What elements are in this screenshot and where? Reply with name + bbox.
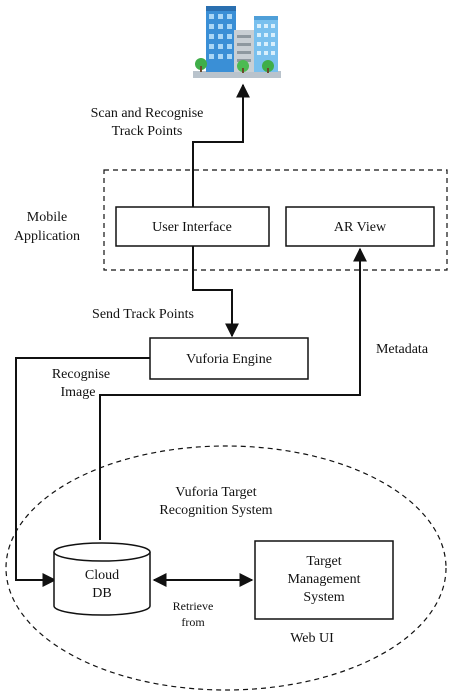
recognise-image-label-line2: Image: [61, 385, 96, 400]
target-recognition-label-line1: Vuforia Target: [175, 485, 256, 500]
scan-label-line1: Scan and Recognise: [91, 106, 204, 121]
retrieve-from-label-line2: from: [181, 615, 205, 629]
target-management-label-line1: Target: [306, 554, 341, 569]
city-buildings-icon: [193, 6, 281, 78]
vuforia-engine-box: [149, 337, 309, 380]
user-interface-label: User Interface: [152, 220, 232, 235]
ar-view-label: AR View: [334, 220, 387, 235]
cloud-db-label-line2: DB: [92, 586, 111, 601]
mobile-application-label-line1: Mobile: [27, 210, 67, 225]
send-track-points-label: Send Track Points: [92, 307, 194, 322]
send-track-points-arrow: [192, 246, 239, 338]
target-recognition-label-line2: Recognition System: [159, 503, 272, 518]
retrieve-from-label-line1: Retrieve: [173, 599, 214, 613]
recognise-image-label-line1: Recognise: [52, 367, 110, 382]
cloud-db-label-line1: Cloud: [85, 568, 119, 583]
scan-label-line2: Track Points: [112, 124, 183, 139]
mobile-application-label-line2: Application: [14, 229, 80, 244]
ar-view-box: [285, 206, 435, 247]
web-ui-label: Web UI: [290, 631, 334, 646]
vuforia-engine-label: Vuforia Engine: [186, 352, 272, 367]
cloud-db-cylinder: [53, 542, 151, 616]
vuforia-target-recognition-ellipse: [5, 445, 447, 691]
scan-arrow: [192, 83, 250, 207]
metadata-label: Metadata: [376, 342, 429, 357]
recognise-image-arrow: [15, 357, 150, 587]
target-management-label-line3: System: [303, 590, 344, 605]
user-interface-box: [115, 206, 270, 247]
target-management-system-box: [254, 540, 394, 620]
target-management-label-line2: Management: [287, 572, 360, 587]
mobile-application-container: [103, 169, 448, 271]
